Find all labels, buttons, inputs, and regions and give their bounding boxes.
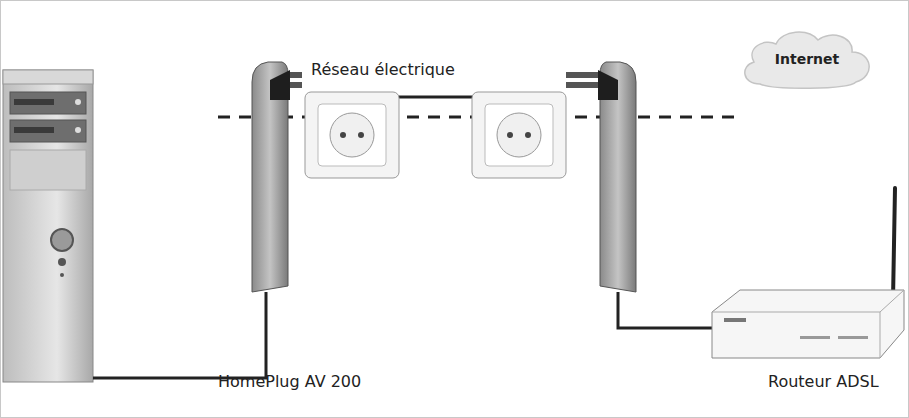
pc-tower bbox=[3, 70, 93, 382]
caption-label: HomePlug AV 200 bbox=[218, 372, 361, 391]
homeplug-adapter bbox=[252, 62, 302, 292]
caption-label: Routeur ADSL bbox=[768, 372, 879, 391]
cloud-node: Internet bbox=[738, 28, 876, 90]
wall-socket bbox=[305, 92, 399, 178]
adsl-router bbox=[712, 188, 904, 358]
ethernet-cable bbox=[618, 292, 712, 328]
caption-label: Réseau électrique bbox=[311, 60, 455, 79]
cloud-label: Internet bbox=[775, 51, 839, 67]
ethernet-cable bbox=[93, 292, 266, 378]
homeplug-adapter bbox=[566, 62, 636, 292]
wall-socket bbox=[472, 92, 566, 178]
